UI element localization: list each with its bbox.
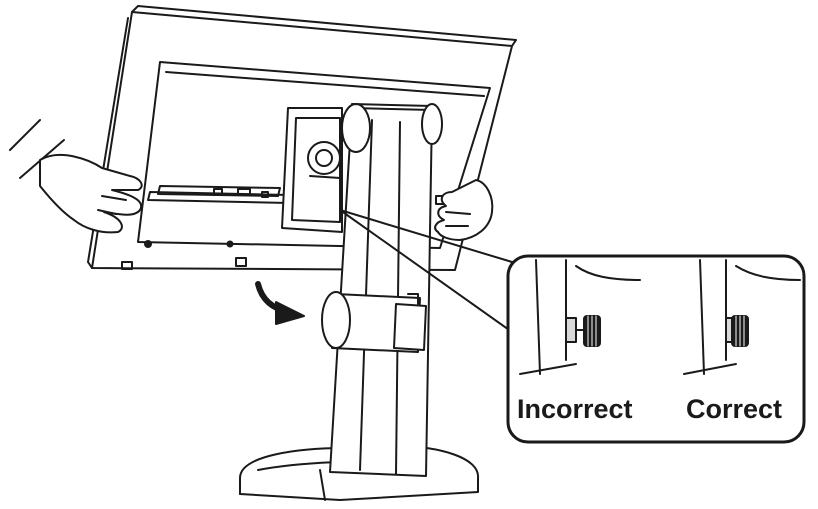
callout-box: [506, 254, 806, 444]
correct-label: Correct: [686, 394, 783, 424]
left-hand: [9, 119, 143, 234]
rotate-arrow-icon: [253, 279, 305, 325]
knob-icon: [731, 315, 749, 347]
right-hand: [434, 179, 494, 241]
incorrect-detail: [519, 259, 641, 375]
incorrect-label: Incorrect: [517, 394, 633, 424]
callout-pointer: [339, 209, 513, 333]
mounting-bracket: [281, 107, 343, 233]
knob-icon: [583, 315, 601, 347]
stand-pole: [321, 103, 443, 477]
correct-detail: [683, 259, 801, 375]
